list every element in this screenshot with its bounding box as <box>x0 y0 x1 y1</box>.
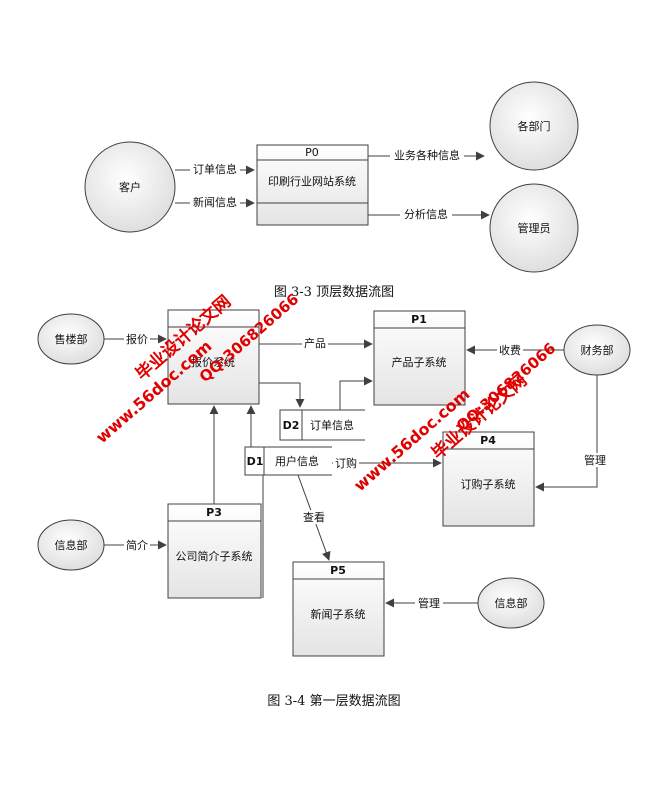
p0-name: 印刷行业网站系统 <box>268 174 356 188</box>
flow-order: 订购 <box>332 456 442 470</box>
process-p5: P5 新闻子系统 <box>292 561 385 657</box>
d2-name: 订单信息 <box>310 418 354 432</box>
customer-label: 客户 <box>119 180 141 194</box>
p5-id: P5 <box>330 564 346 577</box>
caption-fig-3-4: 图 3-4 第一层数据流图 <box>267 694 400 709</box>
d1-id: D1 <box>247 455 264 468</box>
p0-id: P0 <box>305 146 319 159</box>
order-label: 订购 <box>335 456 357 470</box>
level1-diagram: 售楼部 财务部 信息部 信息部 报价系统 P1 产品子系统 <box>37 309 631 709</box>
flow-news-info: 新闻信息 <box>175 195 255 209</box>
flow-view: 查看 <box>297 474 331 561</box>
process-p4: P4 订购子系统 <box>442 431 535 527</box>
p3-id: P3 <box>206 506 222 519</box>
external-entity-admin: 管理员 <box>489 183 579 273</box>
process-p1: P1 产品子系统 <box>373 310 466 406</box>
external-entity-departments: 各部门 <box>489 81 579 171</box>
external-entity-customer: 客户 <box>84 141 176 233</box>
business-info-label: 业务各种信息 <box>394 148 460 162</box>
p2-name: 报价系统 <box>191 355 235 369</box>
p3-name: 公司简介子系统 <box>176 549 253 563</box>
view-label: 查看 <box>303 510 325 524</box>
p1-id: P1 <box>411 313 427 326</box>
info-left-label: 信息部 <box>55 538 88 552</box>
flow-manage-p4: 管理 <box>535 375 612 492</box>
top-level-diagram: 客户 各部门 管理员 P0 印刷行业网站系统 订单信息 新闻信 <box>84 81 579 300</box>
flow-p2-to-d2 <box>259 382 305 408</box>
manage-p5-label: 管理 <box>418 596 440 610</box>
analysis-info-label: 分析信息 <box>404 207 448 221</box>
process-p0: P0 印刷行业网站系统 <box>256 144 369 226</box>
external-entity-sales: 售楼部 <box>37 313 105 365</box>
flow-intro: 简介 <box>104 538 167 552</box>
p1-name: 产品子系统 <box>392 355 447 369</box>
external-entity-info-right: 信息部 <box>477 577 545 629</box>
info-right-label: 信息部 <box>495 596 528 610</box>
data-store-d1: D1 用户信息 <box>244 446 332 476</box>
flow-quote: 报价 <box>104 332 167 346</box>
flow-product: 产品 <box>259 336 373 351</box>
d2-id: D2 <box>283 419 300 432</box>
quote-label: 报价 <box>126 332 148 346</box>
sales-label: 售楼部 <box>55 332 88 346</box>
finance-label: 财务部 <box>581 343 614 357</box>
departments-label: 各部门 <box>518 119 551 133</box>
p4-id: P4 <box>480 434 496 447</box>
d1-name: 用户信息 <box>275 454 319 468</box>
flow-order-info: 订单信息 <box>175 162 255 176</box>
data-store-d2: D2 订单信息 <box>279 409 365 441</box>
flow-d2-to-p1 <box>339 376 373 410</box>
flow-analysis-info: 分析信息 <box>368 207 490 221</box>
external-entity-finance: 财务部 <box>563 324 631 376</box>
flow-business-info: 业务各种信息 <box>368 148 485 162</box>
p4-name: 订购子系统 <box>461 477 516 491</box>
flow-manage-p5: 管理 <box>385 596 478 610</box>
order-info-label: 订单信息 <box>193 162 237 176</box>
process-p3: P3 公司简介子系统 <box>167 503 262 599</box>
flow-collect: 收费 <box>466 343 564 357</box>
external-entity-info-left: 信息部 <box>37 519 105 571</box>
caption-fig-3-3: 图 3-3 顶层数据流图 <box>274 285 394 300</box>
p5-name: 新闻子系统 <box>311 607 366 621</box>
process-p2: 报价系统 <box>167 309 260 405</box>
product-label: 产品 <box>304 336 326 350</box>
intro-label: 简介 <box>126 538 148 552</box>
news-info-label: 新闻信息 <box>193 195 237 209</box>
manage-p4-label: 管理 <box>584 453 606 467</box>
collect-label: 收费 <box>499 343 521 357</box>
admin-label: 管理员 <box>518 221 551 235</box>
